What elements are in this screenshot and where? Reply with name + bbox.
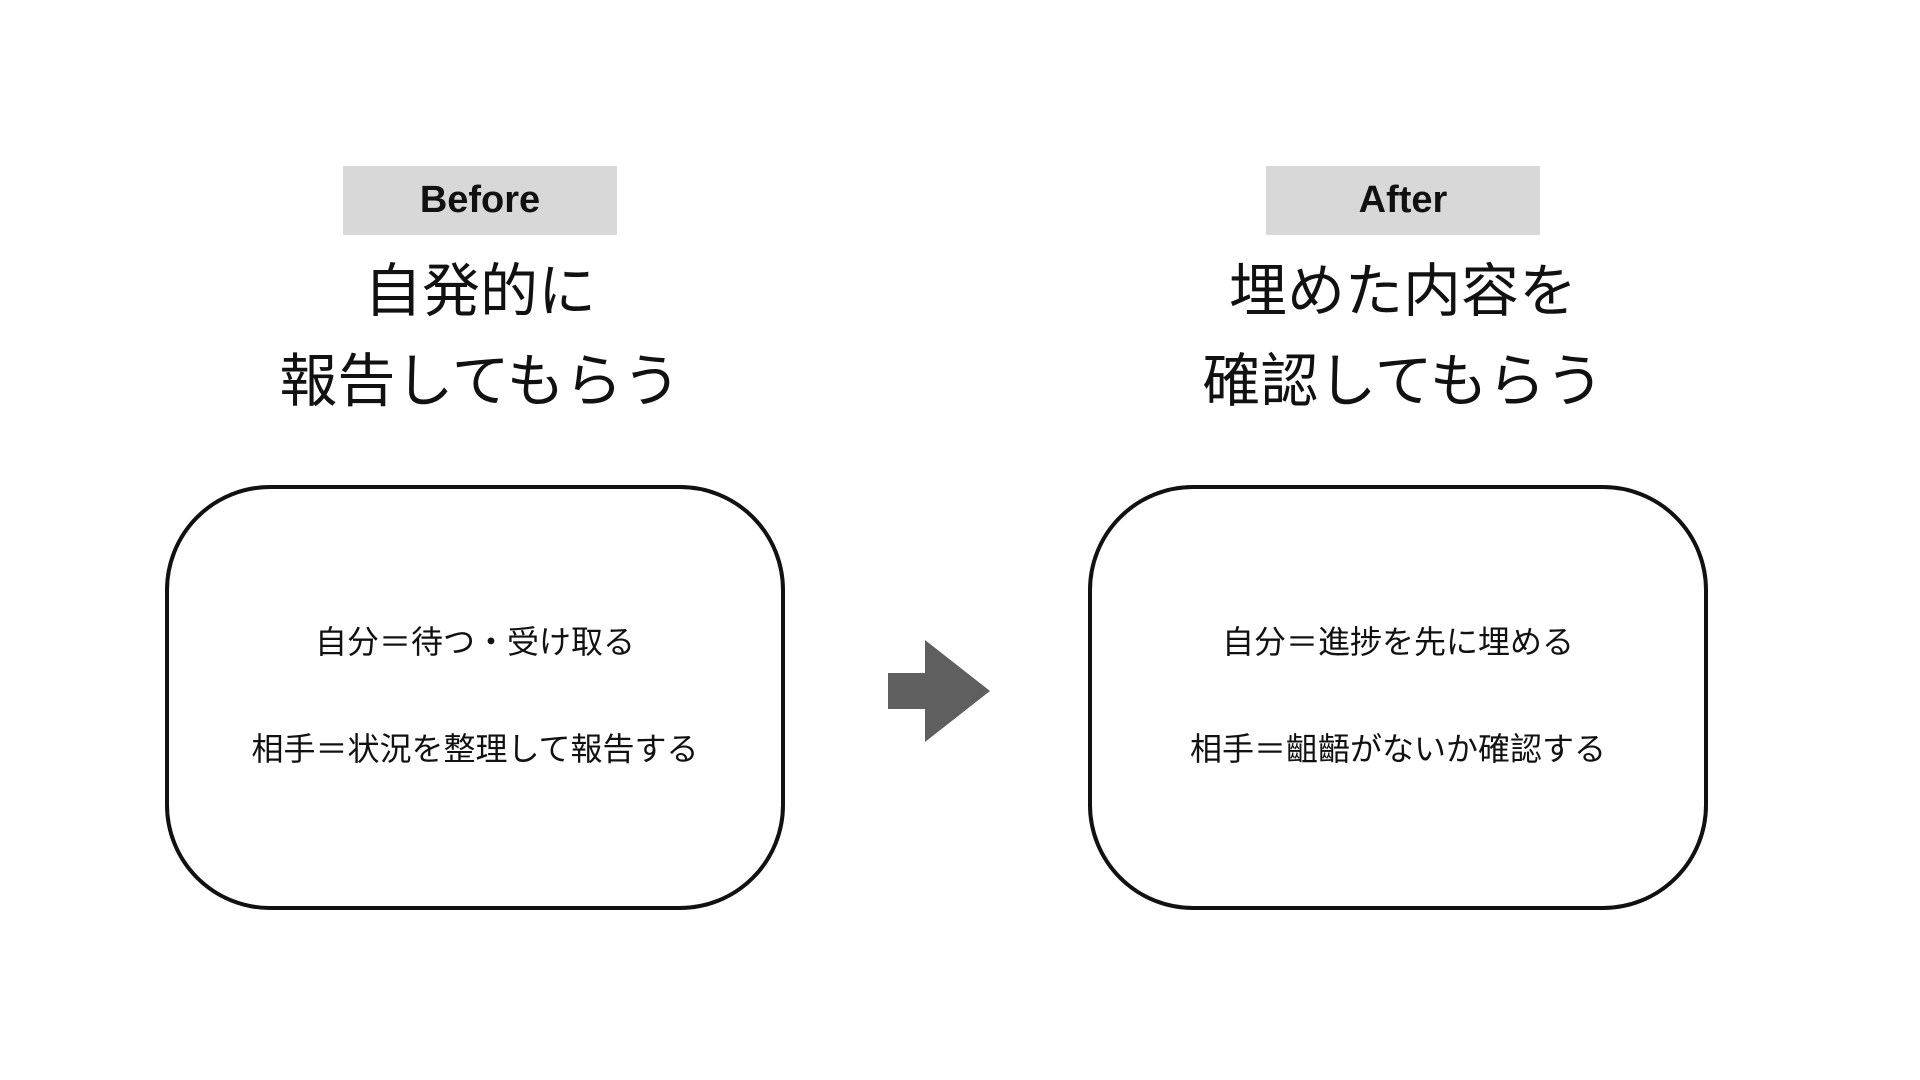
after-heading: 埋めた内容を 確認してもらう [1083, 246, 1723, 426]
before-card-self-line: 自分＝待つ・受け取る [314, 623, 635, 661]
before-heading-line2: 報告してもらう [279, 347, 681, 415]
after-column: After 埋めた内容を 確認してもらう 自分＝進捗を先に埋める 相手＝齟齬がな… [1083, 0, 1723, 1080]
after-card: 自分＝進捗を先に埋める 相手＝齟齬がないか確認する [1088, 485, 1708, 910]
before-card: 自分＝待つ・受け取る 相手＝状況を整理して報告する [165, 485, 785, 910]
before-heading: 自発的に 報告してもらう [160, 246, 800, 426]
after-card-self-line: 自分＝進捗を先に埋める [1221, 623, 1574, 661]
before-card-partner-line: 相手＝状況を整理して報告する [251, 730, 699, 768]
before-column: Before 自発的に 報告してもらう 自分＝待つ・受け取る 相手＝状況を整理し… [160, 0, 800, 1080]
after-heading-line2: 確認してもらう [1202, 347, 1604, 415]
arrow-shape [888, 640, 990, 742]
after-card-partner-line: 相手＝齟齬がないか確認する [1189, 730, 1606, 768]
before-label: Before [343, 166, 617, 235]
after-heading-line1: 埋めた内容を [1228, 257, 1577, 325]
right-arrow-icon [888, 640, 990, 742]
before-heading-line1: 自発的に [363, 257, 596, 325]
after-label: After [1266, 166, 1540, 235]
